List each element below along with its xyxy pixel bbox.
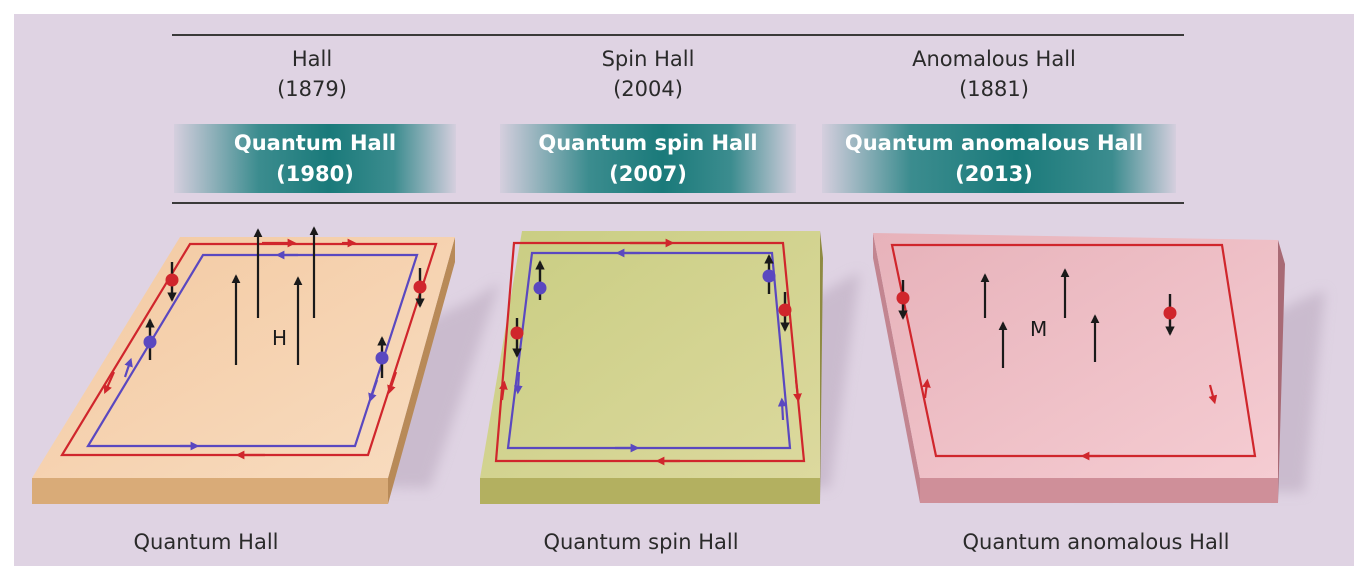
quantum-hall-front-face bbox=[32, 478, 388, 504]
quantum-anomalous-hall-front-face bbox=[920, 478, 1278, 503]
qsh-blue-arrow-left bbox=[513, 371, 523, 395]
quantum-spin-hall-caption: Quantum spin Hall bbox=[543, 530, 739, 554]
top-divider-line bbox=[172, 34, 1184, 36]
qah-spin-red-right bbox=[1163, 294, 1177, 336]
quantum-anomalous-hall-top-face bbox=[873, 233, 1278, 478]
qh-spin-red-right bbox=[413, 268, 427, 308]
qh-spin-red-left bbox=[165, 262, 179, 302]
quantum-spin-hall-side-face bbox=[820, 231, 823, 504]
spin-hall-name: Spin Hall bbox=[601, 47, 695, 71]
quantum-hall-name: Quantum Hall bbox=[233, 131, 397, 155]
qh-field-label: H bbox=[272, 326, 287, 350]
quantum-anomalous-hall-left-face bbox=[873, 233, 920, 503]
qsh-outer-edge-channel bbox=[494, 241, 806, 463]
quantum-spin-hall-top-face bbox=[480, 231, 820, 478]
spin-hall-year: (2004) bbox=[613, 77, 683, 101]
quantum-spin-hall-name: Quantum spin Hall bbox=[538, 131, 758, 155]
qh-spin-blue-left bbox=[143, 318, 157, 360]
qh-spin-blue-right bbox=[375, 336, 389, 378]
qah-spin-red-left bbox=[896, 280, 910, 320]
quantum-anomalous-hall-year: (2013) bbox=[955, 162, 1033, 186]
quantum-spin-hall-band bbox=[500, 124, 796, 193]
quantum-hall-outer-edge-channel bbox=[60, 242, 438, 457]
quantum-anomalous-hall-slab: M bbox=[873, 233, 1325, 503]
qh-red-arrow-left bbox=[103, 371, 116, 395]
quantum-hall-caption: Quantum Hall bbox=[133, 530, 279, 554]
quantum-hall-band bbox=[174, 124, 456, 193]
quantum-spin-hall-label: Quantum spin Hall (2007) bbox=[478, 128, 818, 190]
quantum-anomalous-hall-label: Quantum anomalous Hall (2013) bbox=[824, 128, 1164, 190]
quantum-spin-hall-slab bbox=[480, 231, 860, 504]
hall-year: (1879) bbox=[277, 77, 347, 101]
quantum-hall-top-face bbox=[32, 237, 455, 478]
qh-blue-arrow-left bbox=[123, 357, 133, 378]
qsh-spin-red-right bbox=[778, 292, 792, 332]
quantum-spin-hall-year: (2007) bbox=[609, 162, 687, 186]
anomalous-hall-caption: Anomalous Hall (1881) bbox=[844, 44, 1144, 104]
quantum-hall-side-face bbox=[388, 237, 455, 504]
quantum-hall-inner-edge-channel bbox=[86, 253, 419, 448]
quantum-hall-label: Quantum Hall (1980) bbox=[145, 128, 485, 190]
hall-caption: Hall (1879) bbox=[162, 44, 462, 104]
qh-red-arrow-right bbox=[387, 371, 398, 395]
qsh-spin-red-left bbox=[510, 318, 524, 358]
quantum-anomalous-hall-caption: Quantum anomalous Hall bbox=[962, 530, 1230, 554]
quantum-spin-hall-front-face bbox=[480, 478, 820, 504]
quantum-anomalous-hall-side-face bbox=[1278, 240, 1285, 503]
anomalous-hall-name: Anomalous Hall bbox=[912, 47, 1076, 71]
qsh-red-arrow-left bbox=[499, 380, 508, 401]
quantum-hall-year: (1980) bbox=[276, 162, 354, 186]
qah-red-arrow-right bbox=[1208, 384, 1218, 405]
quantum-anomalous-hall-name: Quantum anomalous Hall bbox=[844, 131, 1144, 155]
qsh-inner-edge-channel bbox=[506, 251, 792, 450]
quantum-hall-slab: H bbox=[32, 226, 500, 504]
hall-name: Hall bbox=[291, 47, 333, 71]
qsh-blue-arrow-right bbox=[777, 397, 787, 421]
qsh-spin-blue-left bbox=[533, 260, 547, 300]
spin-hall-caption: Spin Hall (2004) bbox=[498, 44, 798, 104]
qsh-spin-blue-right bbox=[762, 254, 776, 294]
qah-red-arrow-left bbox=[922, 378, 931, 399]
anomalous-hall-year: (1881) bbox=[959, 77, 1029, 101]
middle-divider-line bbox=[172, 202, 1184, 204]
quantum-anomalous-hall-band bbox=[822, 124, 1176, 193]
qh-blue-arrow-right bbox=[368, 379, 379, 403]
qsh-red-arrow-right bbox=[793, 379, 802, 403]
qah-field-label: M bbox=[1030, 317, 1047, 341]
